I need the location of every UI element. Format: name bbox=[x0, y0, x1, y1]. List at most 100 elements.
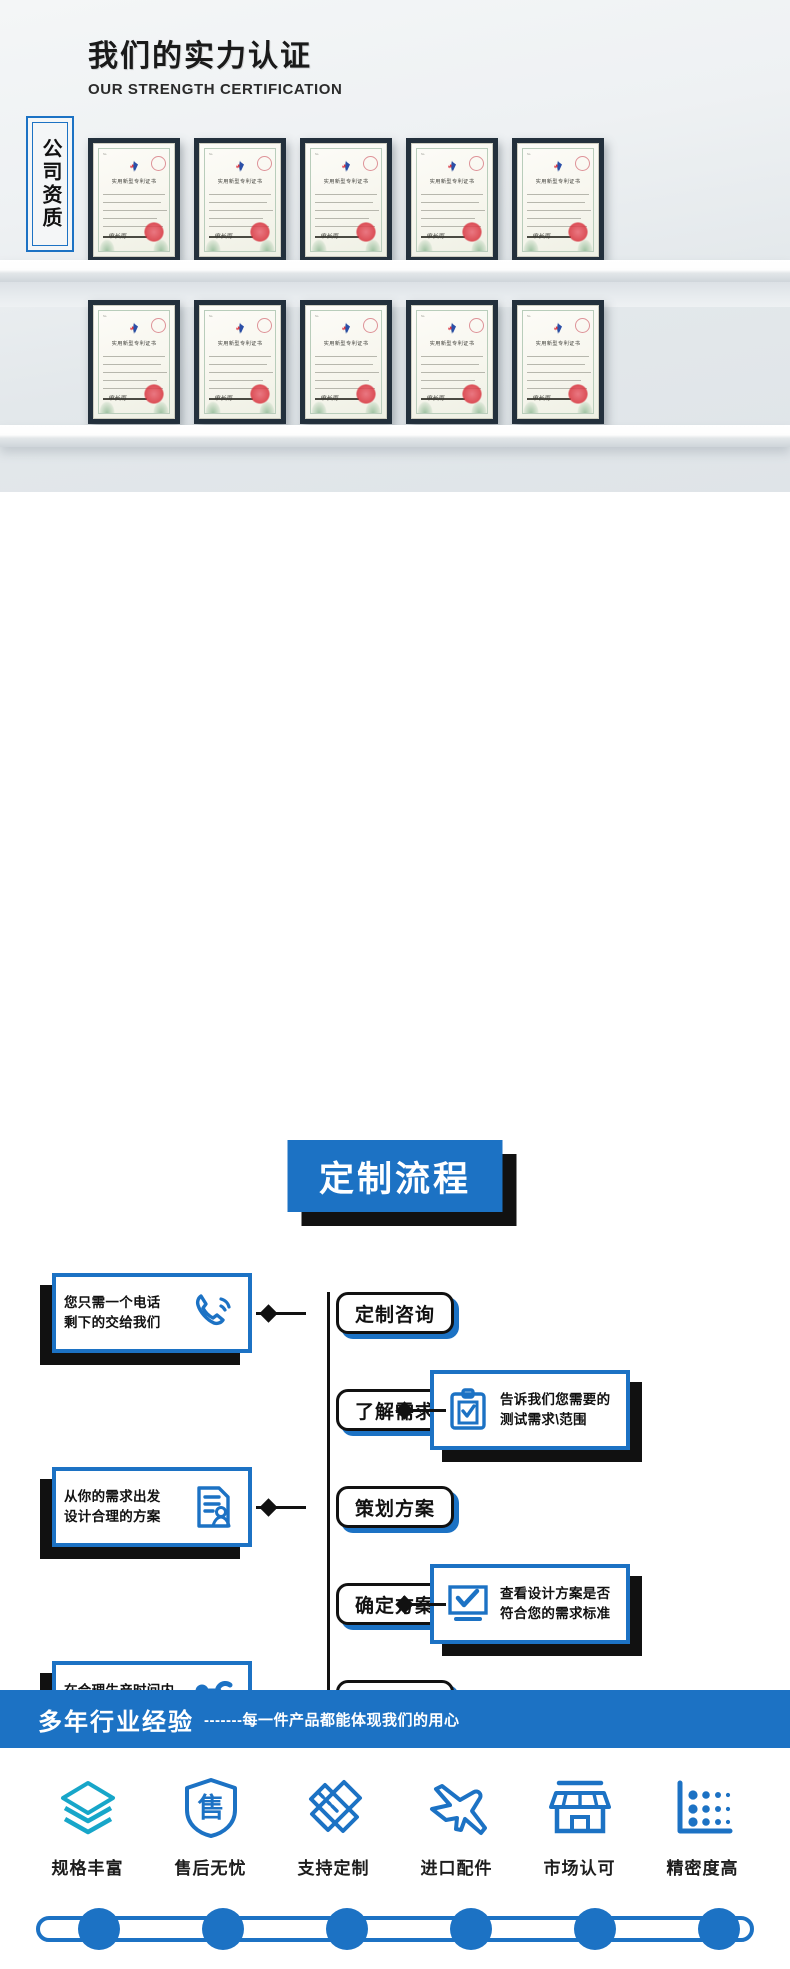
certificate-border bbox=[522, 148, 594, 252]
feature-item-1: 规格丰富 bbox=[32, 1774, 144, 1879]
feature-label: 进口配件 bbox=[420, 1859, 493, 1878]
process-step-3[interactable]: 策划方案 bbox=[336, 1486, 459, 1533]
track-dot-2 bbox=[202, 1908, 244, 1950]
certificate-frame: No. 实用新型专利证书 申长雨 bbox=[512, 138, 604, 262]
monitor-check-icon bbox=[448, 1585, 488, 1621]
certificate-seal-outline-icon bbox=[575, 156, 590, 171]
card-description: 告诉我们您需要的 测试需求\范围 bbox=[500, 1392, 611, 1427]
track-dot-3 bbox=[326, 1908, 368, 1950]
certificate-seal-outline-icon bbox=[363, 318, 378, 333]
certificate-frame: No. 实用新型专利证书 申长雨 bbox=[406, 138, 498, 262]
certificate-caption: 实用新型专利证书 bbox=[429, 179, 475, 185]
certificate-meta: No. bbox=[527, 153, 532, 156]
feature-label: 规格丰富 bbox=[51, 1859, 124, 1878]
certificate-meta: No. bbox=[421, 153, 426, 156]
shelf-bottom bbox=[0, 425, 790, 447]
certificate-paper: No. 实用新型专利证书 申长雨 bbox=[199, 305, 281, 419]
shield-sale-icon: 售 bbox=[155, 1774, 267, 1842]
track-dot-5 bbox=[574, 1908, 616, 1950]
feature-label: 支持定制 bbox=[297, 1859, 370, 1878]
card-box: 从你的需求出发 设计合理的方案 bbox=[52, 1467, 252, 1547]
certificate-paper: No. 实用新型专利证书 申长雨 bbox=[517, 305, 599, 419]
process-step-card-3: 从你的需求出发 设计合理的方案 bbox=[40, 1467, 252, 1559]
certificate-frame: No. 实用新型专利证书 申长雨 bbox=[300, 300, 392, 424]
patent-logo-icon bbox=[448, 160, 456, 172]
certificate-paper: No. 实用新型专利证书 申长雨 bbox=[305, 143, 387, 257]
card-box: 查看设计方案是否 符合您的需求标准 bbox=[430, 1564, 630, 1644]
certificate-paper: No. 实用新型专利证书 申长雨 bbox=[199, 143, 281, 257]
step-label: 了解需求 bbox=[354, 1401, 435, 1423]
certificate-paper: No. 实用新型专利证书 申长雨 bbox=[517, 143, 599, 257]
certificate-ornament-right bbox=[153, 239, 169, 251]
connector-line-2 bbox=[398, 1409, 446, 1412]
company-qualification-badge: 公司资质 bbox=[26, 116, 74, 252]
certificate-meta: No. bbox=[103, 153, 108, 156]
certificate-red-seal-icon bbox=[144, 222, 164, 242]
feature-item-4: 进口配件 bbox=[401, 1774, 513, 1879]
certificate-ornament-right bbox=[471, 401, 487, 413]
certificate-caption: 实用新型专利证书 bbox=[217, 341, 263, 347]
certificate-signature: 申长雨 bbox=[532, 396, 551, 402]
certificate-paper: No. 实用新型专利证书 申长雨 bbox=[93, 143, 175, 257]
patent-logo-icon bbox=[554, 160, 562, 172]
certificate-border bbox=[204, 148, 276, 252]
experience-banner: 多年行业经验 -------每一件产品都能体现我们的用心 bbox=[0, 1690, 790, 1748]
certificate-red-seal-icon bbox=[462, 222, 482, 242]
certificate-ornament-right bbox=[259, 239, 275, 251]
certificate-signature: 申长雨 bbox=[108, 396, 127, 402]
card-description: 从你的需求出发 设计合理的方案 bbox=[64, 1489, 161, 1524]
layers-icon bbox=[32, 1774, 144, 1842]
certificate-ornament-right bbox=[365, 239, 381, 251]
certificate-border bbox=[416, 148, 488, 252]
certificate-border bbox=[204, 310, 276, 414]
certificate-red-seal-icon bbox=[250, 384, 270, 404]
certificate-signature: 申长雨 bbox=[108, 234, 127, 240]
certificate-caption: 实用新型专利证书 bbox=[323, 341, 369, 347]
certificate-paper: No. 实用新型专利证书 申长雨 bbox=[411, 143, 493, 257]
certificate-ornament-right bbox=[577, 401, 593, 413]
certificate-meta: No. bbox=[421, 315, 426, 318]
banner-main-text: 多年行业经验 bbox=[38, 1708, 194, 1736]
certificate-signature: 申长雨 bbox=[426, 234, 445, 240]
card-box: 您只需一个电话 剩下的交给我们 bbox=[52, 1273, 252, 1353]
certificate-meta: No. bbox=[527, 315, 532, 318]
certificate-meta: No. bbox=[209, 153, 214, 156]
certificate-caption: 实用新型专利证书 bbox=[111, 179, 157, 185]
certificate-row-top: No. 实用新型专利证书 申长雨 No. bbox=[0, 138, 790, 262]
certificate-signature: 申长雨 bbox=[426, 396, 445, 402]
certificate-frame: No. 实用新型专利证书 申长雨 bbox=[88, 300, 180, 424]
certificate-seal-outline-icon bbox=[469, 318, 484, 333]
connector-diamond-1 bbox=[259, 1304, 278, 1323]
process-step-card-1: 您只需一个电话 剩下的交给我们 bbox=[40, 1273, 252, 1365]
certificate-ornament-left bbox=[205, 401, 221, 413]
certificate-signature: 申长雨 bbox=[532, 234, 551, 240]
certificate-signature: 申长雨 bbox=[320, 396, 339, 402]
feature-item-6: 精密度高 bbox=[647, 1774, 759, 1879]
certificate-signature: 申长雨 bbox=[214, 234, 233, 240]
certificate-frame: No. 实用新型专利证书 申长雨 bbox=[88, 138, 180, 262]
track-dot-1 bbox=[78, 1908, 120, 1950]
certificate-red-seal-icon bbox=[144, 384, 164, 404]
patent-logo-icon bbox=[448, 322, 456, 334]
certificate-meta: No. bbox=[103, 315, 108, 318]
scatter-plot-icon bbox=[647, 1774, 759, 1842]
feature-item-5: 市场认可 bbox=[524, 1774, 636, 1879]
certificate-caption: 实用新型专利证书 bbox=[535, 179, 581, 185]
page-title: 我们的实力认证 bbox=[88, 40, 312, 73]
certificate-ornament-left bbox=[205, 239, 221, 251]
clipboard-check-icon bbox=[442, 1384, 494, 1436]
certificate-frame: No. 实用新型专利证书 申长雨 bbox=[512, 300, 604, 424]
certificate-meta: No. bbox=[209, 315, 214, 318]
connector-diamond-3 bbox=[259, 1498, 278, 1517]
certificate-seal-outline-icon bbox=[469, 156, 484, 171]
certificate-red-seal-icon bbox=[356, 384, 376, 404]
process-step-1[interactable]: 定制咨询 bbox=[336, 1292, 459, 1339]
page-subtitle-en: OUR STRENGTH CERTIFICATION bbox=[88, 81, 343, 98]
certificate-caption: 实用新型专利证书 bbox=[535, 341, 581, 347]
features-section: 规格丰富售 售后无忧 支持定制 进口配件 市场认可 精密度高 bbox=[0, 1748, 790, 1969]
process-section: 定制流程 定制咨询 您只需一个电话 剩下的交给我们 了解需求 告诉我们您需要的 … bbox=[0, 492, 790, 1947]
card-description: 您只需一个电话 剩下的交给我们 bbox=[64, 1295, 161, 1330]
document-person-icon bbox=[188, 1481, 240, 1533]
shelf-top bbox=[0, 260, 790, 282]
patent-logo-icon bbox=[130, 322, 138, 334]
